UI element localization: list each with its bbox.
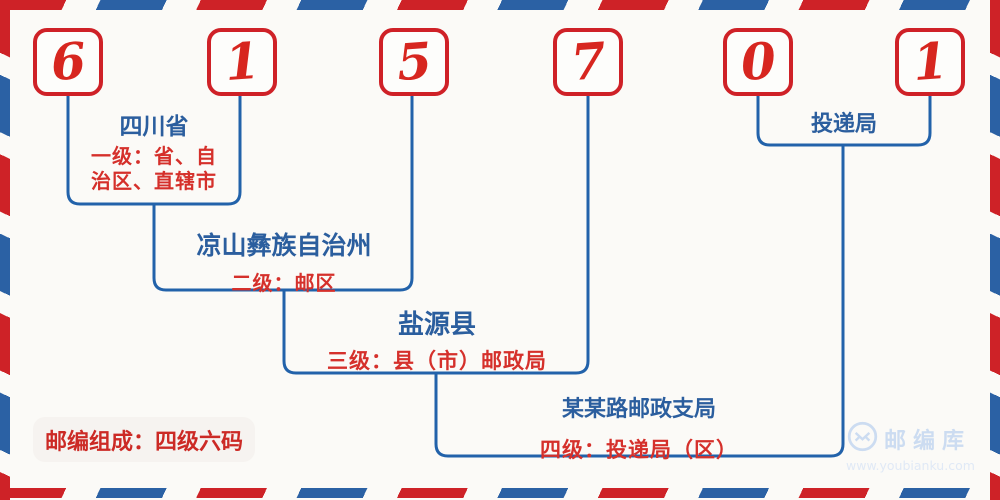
digit-4: 7 [568,30,608,93]
label-level4-branch: 某某路邮政支局 四级：投递局（区） [514,391,764,464]
label-level3-county: 盐源县 三级：县（市）邮政局 [316,304,558,375]
level4-desc: 四级：投递局（区） [540,438,738,462]
digit-box-5: 0 [723,28,793,96]
digit-box-4: 7 [553,28,623,96]
bracket-level4 [434,145,845,458]
envelope-icon [846,420,879,457]
digit-box-2: 1 [207,28,277,96]
watermark-url: www.youbianku.com [846,458,975,473]
bracket-delivery [756,96,932,147]
level2-desc: 二级：邮区 [231,271,337,295]
airmail-border-right [990,0,1000,500]
digit-3: 5 [394,30,434,93]
label-level1-province: 四川省 一级：省、自 治区、直辖市 [54,107,254,194]
label-level2-prefecture: 凉山彝族自治州 二级：邮区 [163,226,405,296]
label-delivery-office: 投递局 [764,106,924,138]
province-name: 四川省 [119,113,189,140]
level1-desc-line2: 治区、直辖市 [91,169,217,193]
watermark-brand: 邮编库 [884,428,972,454]
delivery-office-name: 投递局 [810,111,877,137]
digit-6: 1 [910,30,950,93]
site-watermark: 邮编库 www.youbianku.com [846,420,986,473]
digit-1: 6 [48,30,88,93]
composition-label: 邮编组成：四级六码 [44,429,243,455]
digit-5: 0 [738,30,778,93]
digit-box-6: 1 [895,28,965,96]
airmail-border-top [0,0,1000,10]
level3-desc: 三级：县（市）邮政局 [327,349,547,373]
airmail-border-left [0,0,10,500]
digit-2: 1 [222,30,262,93]
airmail-border-bottom [0,488,1000,498]
county-name: 盐源县 [397,310,476,340]
composition-badge: 邮编组成：四级六码 [33,417,255,462]
branch-name: 某某路邮政支局 [561,396,716,422]
level1-desc-line1: 一级：省、自 [91,144,217,168]
digit-box-3: 5 [379,28,449,96]
digit-box-1: 6 [33,28,103,96]
prefecture-name: 凉山彝族自治州 [196,231,372,260]
